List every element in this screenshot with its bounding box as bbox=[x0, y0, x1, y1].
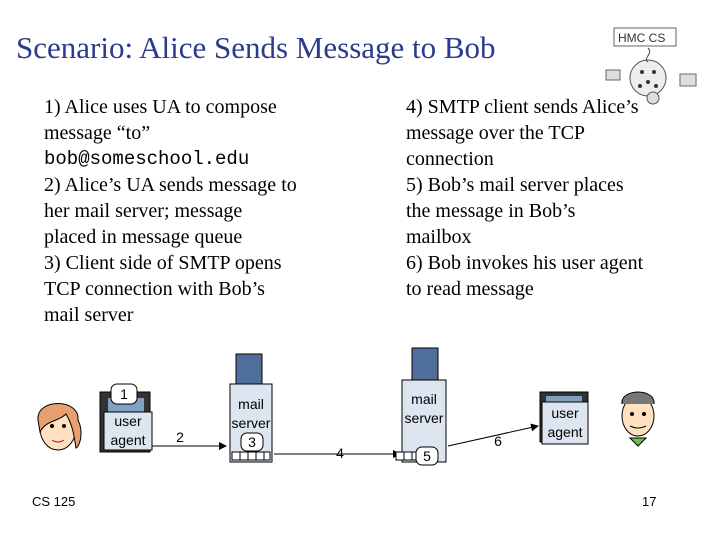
arrow-server-to-ua bbox=[447, 423, 539, 447]
step-1: 1) Alice uses UA to compose message “to”… bbox=[44, 94, 374, 172]
bob-ua-label-2: agent bbox=[547, 424, 582, 440]
slide-title: Scenario: Alice Sends Message to Bob bbox=[16, 30, 496, 65]
hmc-cs-logo: HMC CS bbox=[605, 27, 697, 105]
alice-server-label-2: server bbox=[232, 415, 271, 431]
marker-1-box bbox=[110, 383, 138, 405]
step-2: 2) Alice’s UA sends message to her mail … bbox=[44, 174, 297, 248]
marker-5-box bbox=[415, 446, 439, 466]
email-address: bob@someschool.edu bbox=[44, 148, 250, 170]
page-number: 17 bbox=[642, 494, 657, 509]
svg-text:HMC CS: HMC CS bbox=[618, 31, 665, 45]
bob-server-label-1: mail bbox=[411, 391, 437, 407]
bob-icon bbox=[621, 391, 655, 447]
marker-5: 5 bbox=[423, 448, 431, 464]
alice-server-label-1: mail bbox=[238, 396, 264, 412]
alice-ua-label-1: user bbox=[114, 413, 142, 429]
steps-left: 1) Alice uses UA to compose message “to”… bbox=[44, 94, 374, 328]
smtp-diagram: 1 user agent 2 mail server 3 4 mail serv… bbox=[37, 347, 655, 466]
alice-ua-label-2: agent bbox=[110, 432, 145, 448]
marker-3: 3 bbox=[248, 434, 256, 450]
step-6: 6) Bob invokes his user agent to read me… bbox=[406, 252, 644, 300]
marker-3-box bbox=[240, 432, 264, 452]
bob-ua-label-1: user bbox=[551, 405, 579, 421]
step-4: 4) SMTP client sends Alice’s message ove… bbox=[406, 96, 639, 170]
alice-icon bbox=[37, 403, 82, 451]
bob-user-agent bbox=[539, 391, 589, 445]
step-5: 5) Bob’s mail server places the message … bbox=[406, 174, 624, 248]
marker-1: 1 bbox=[120, 386, 128, 402]
marker-6: 6 bbox=[494, 433, 502, 449]
course-label: CS 125 bbox=[32, 494, 76, 509]
marker-2: 2 bbox=[176, 429, 184, 445]
marker-4: 4 bbox=[336, 445, 344, 461]
step-3: 3) Client side of SMTP opens TCP connect… bbox=[44, 252, 282, 326]
bob-server-label-2: server bbox=[405, 410, 444, 426]
steps-right: 4) SMTP client sends Alice’s message ove… bbox=[406, 94, 706, 302]
